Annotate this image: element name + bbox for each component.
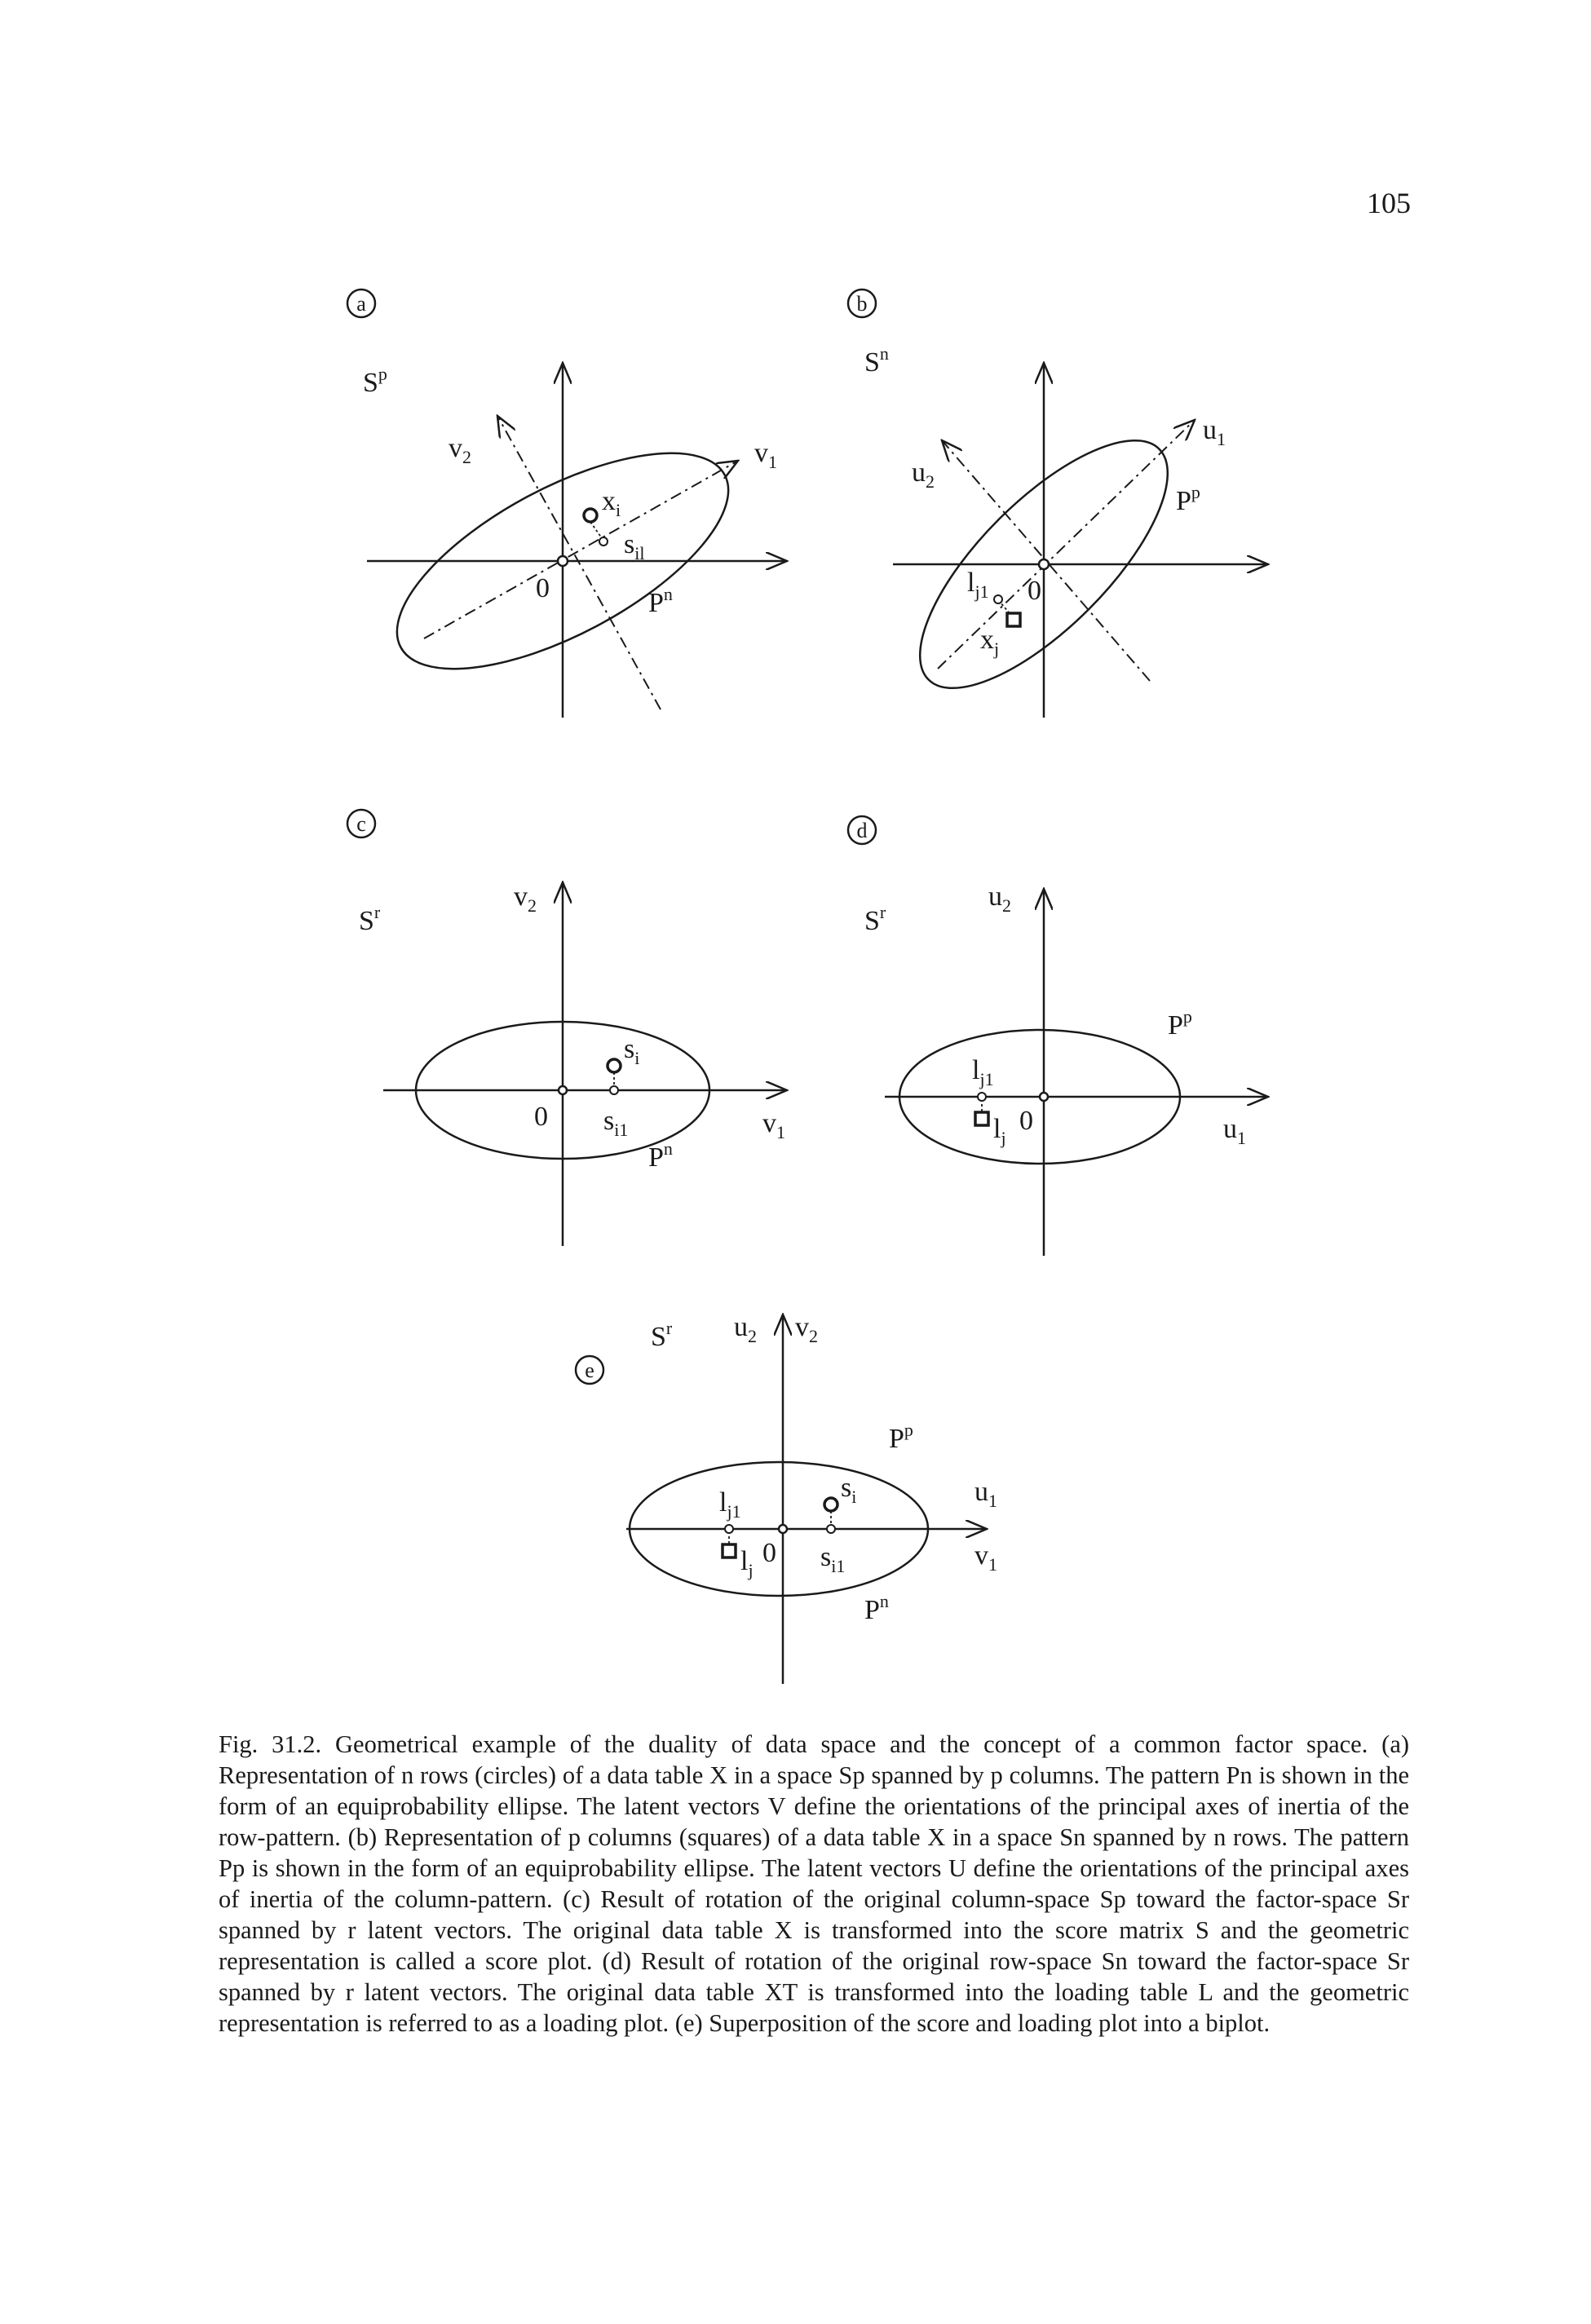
panel-e-v2-label: v2	[795, 1312, 818, 1346]
panel-c-v1-label: v1	[762, 1108, 785, 1142]
panel-c-point-circle	[606, 1058, 622, 1074]
panel-d-projection-marker	[977, 1092, 987, 1102]
panel-e-point-s-label: si	[841, 1473, 856, 1507]
panel-e-score-projection-marker	[826, 1524, 836, 1534]
svg-text:a: a	[356, 292, 366, 316]
panel-d-pattern-label: Pp	[1168, 1006, 1192, 1040]
panel-e-pattern-n-label: Pn	[864, 1591, 889, 1625]
panel-c-ellipse	[414, 1020, 711, 1160]
panel-d-tag: d	[846, 815, 877, 846]
panel-b-ellipse	[918, 439, 1169, 690]
panel-d-origin-marker	[1038, 1091, 1050, 1102]
svg-text:b: b	[857, 292, 868, 316]
panel-d-u2-label: u2	[988, 881, 1011, 916]
panel-c-origin-marker	[557, 1085, 568, 1096]
svg-text:c: c	[356, 812, 366, 836]
panel-c-pattern-label: Pn	[648, 1138, 673, 1173]
panel-e-point-square	[721, 1543, 737, 1559]
panel-a-origin-marker	[556, 554, 569, 568]
panel-e: e Sr u2 v2 Pp u1 v1 lj1 si 0 lj si1 Pn	[574, 1312, 997, 1684]
panel-e-space-label: Sr	[651, 1318, 673, 1352]
panel-a-v1-label: v1	[754, 438, 777, 472]
panel-d-origin-label: 0	[1019, 1106, 1033, 1136]
panel-c-projection-marker	[609, 1085, 619, 1095]
panel-d-ellipse	[898, 1028, 1182, 1165]
figure-caption: Fig. 31.2. Geometrical example of the du…	[219, 1729, 1409, 2039]
panel-d-projection-label: lj1	[972, 1055, 994, 1089]
panel-c-tag: c	[346, 808, 377, 839]
panel-a-v2-label: v2	[449, 433, 471, 467]
panel-a-origin-label: 0	[536, 573, 550, 603]
panel-e-loading-projection-label: lj1	[719, 1487, 741, 1522]
panel-c-point-label: si	[624, 1034, 639, 1068]
panel-a-pattern-label: Pn	[648, 584, 673, 618]
panel-b-tag: b	[846, 288, 877, 319]
panel-e-u2-label: u2	[734, 1312, 757, 1346]
panel-b-projection-marker	[993, 594, 1003, 604]
panel-d-point-square	[974, 1111, 990, 1127]
panel-b-u2-label: u2	[912, 457, 935, 492]
panel-b-pattern-label: Pp	[1176, 482, 1200, 516]
panel-d: d Sr u2 Pp lj1 0 lj u1	[846, 815, 1268, 1256]
panel-e-score-projection-label: si1	[820, 1542, 845, 1576]
panel-a: a Sp v1 v2 xi sil 0 Pn	[346, 288, 787, 718]
panel-a-projection-line	[590, 521, 603, 539]
caption-text: Geometrical example of the duality of da…	[219, 1730, 1410, 2037]
panel-c-projection-label: si1	[603, 1106, 628, 1140]
panel-c-origin-label: 0	[534, 1102, 548, 1132]
panel-e-pattern-p-label: Pp	[889, 1420, 913, 1454]
panel-b-point-label: xj	[980, 625, 999, 659]
panel-b-point-square	[1005, 612, 1022, 628]
panel-b-u1-label: u1	[1203, 415, 1226, 449]
panel-a-projection-marker	[599, 537, 608, 546]
panel-e-point-circle	[823, 1496, 839, 1513]
panel-e-ellipse	[628, 1460, 930, 1597]
figure-31-2: a Sp v1 v2 xi sil 0 Pn b Sn u1 u	[346, 288, 1591, 1684]
panel-e-u1-label: u1	[974, 1477, 997, 1511]
panel-e-point-l-label: lj	[740, 1546, 754, 1580]
panel-b-projection-label: lj1	[967, 568, 989, 602]
page-number: 105	[1367, 187, 1411, 219]
svg-text:d: d	[857, 819, 868, 842]
svg-text:e: e	[585, 1359, 594, 1382]
panel-d-u1-label: u1	[1223, 1114, 1246, 1148]
panel-e-v1-label: v1	[974, 1540, 997, 1575]
panel-e-origin-marker	[777, 1523, 789, 1535]
panel-a-projection-label: sil	[624, 529, 644, 563]
panel-e-tag: e	[574, 1354, 605, 1385]
panel-c-v2-label: v2	[514, 881, 537, 916]
panel-a-space-label: Sp	[363, 364, 387, 398]
panel-c: c Sr v2 v1 si si1 0 Pn	[346, 808, 787, 1246]
caption-label: Fig. 31.2.	[219, 1730, 322, 1758]
panel-a-point-label: xi	[602, 486, 621, 520]
panel-a-v1-axis	[423, 461, 738, 639]
panel-a-tag: a	[346, 288, 377, 319]
panel-d-space-label: Sr	[864, 902, 886, 936]
panel-b-origin-marker	[1037, 558, 1050, 571]
panel-d-point-label: lj	[993, 1114, 1006, 1148]
panel-e-loading-projection-marker	[724, 1524, 734, 1534]
panel-e-origin-label: 0	[762, 1538, 776, 1568]
panel-b-origin-label: 0	[1028, 576, 1041, 606]
panel-b-space-label: Sn	[864, 343, 889, 378]
panel-c-space-label: Sr	[359, 902, 381, 936]
panel-a-v2-axis	[497, 416, 661, 710]
panel-b: b Sn u1 u2 Pp lj1 0 xj	[846, 288, 1268, 718]
panel-a-point-circle	[582, 507, 599, 524]
